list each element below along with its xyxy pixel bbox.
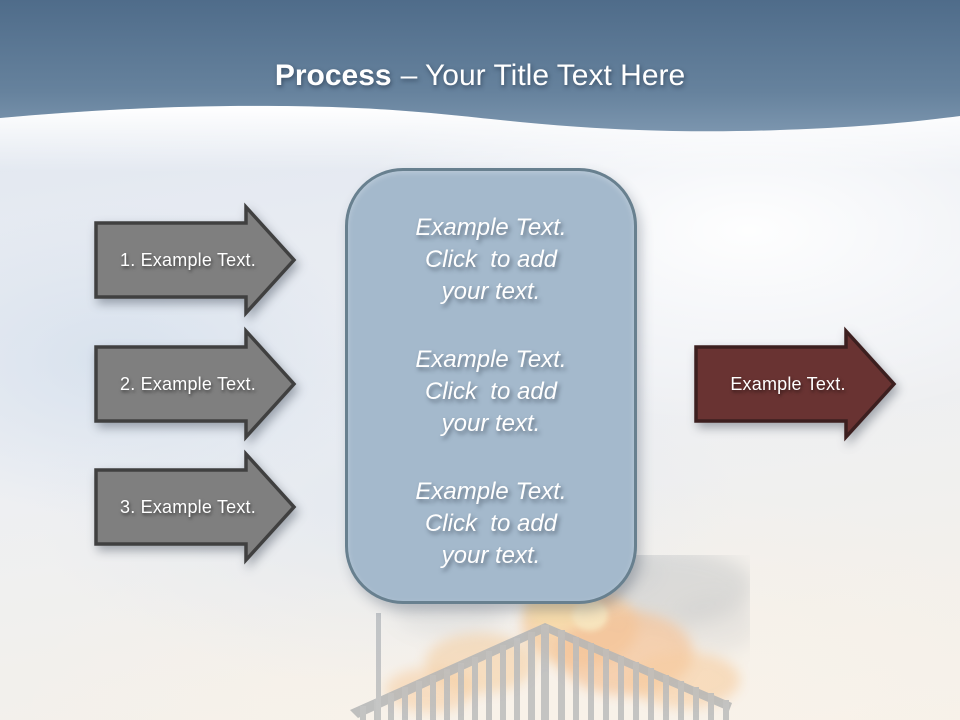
slide-title[interactable]: Process – Your Title Text Here — [0, 56, 960, 96]
right-arrow-shape — [694, 326, 897, 442]
title-keyword: Process — [274, 59, 392, 92]
title-subtext: – Your Title Text Here — [400, 59, 686, 92]
header-band — [0, 0, 960, 172]
process-step-arrow-1[interactable]: 1. Example Text. — [94, 202, 298, 318]
placeholder-text-2[interactable]: Example Text. Click to add your text. — [415, 346, 567, 437]
process-step-arrow-2[interactable]: 2. Example Text. — [94, 326, 298, 442]
arrow-label: Example Text. — [730, 373, 846, 394]
header-white-glow — [0, 105, 960, 172]
placeholder-text-3[interactable]: Example Text. Click to add your text. — [415, 478, 567, 569]
arrow-label: 3. Example Text. — [120, 496, 256, 517]
arrow-label: 2. Example Text. — [120, 373, 256, 394]
right-arrow-shape — [94, 202, 297, 318]
roof-frame — [350, 613, 732, 720]
header-blue-shape — [0, 0, 960, 132]
content-placeholder-box[interactable]: Example Text. Click to add your text. Ex… — [345, 168, 637, 604]
result-arrow[interactable]: Example Text. — [694, 326, 898, 442]
utility-pole — [376, 613, 381, 720]
right-arrow-shape — [94, 326, 297, 442]
arrow-label: 1. Example Text. — [120, 249, 256, 270]
placeholder-text-1[interactable]: Example Text. Click to add your text. — [415, 214, 567, 305]
right-arrow-shape — [94, 449, 297, 565]
process-step-arrow-3[interactable]: 3. Example Text. — [94, 449, 298, 565]
